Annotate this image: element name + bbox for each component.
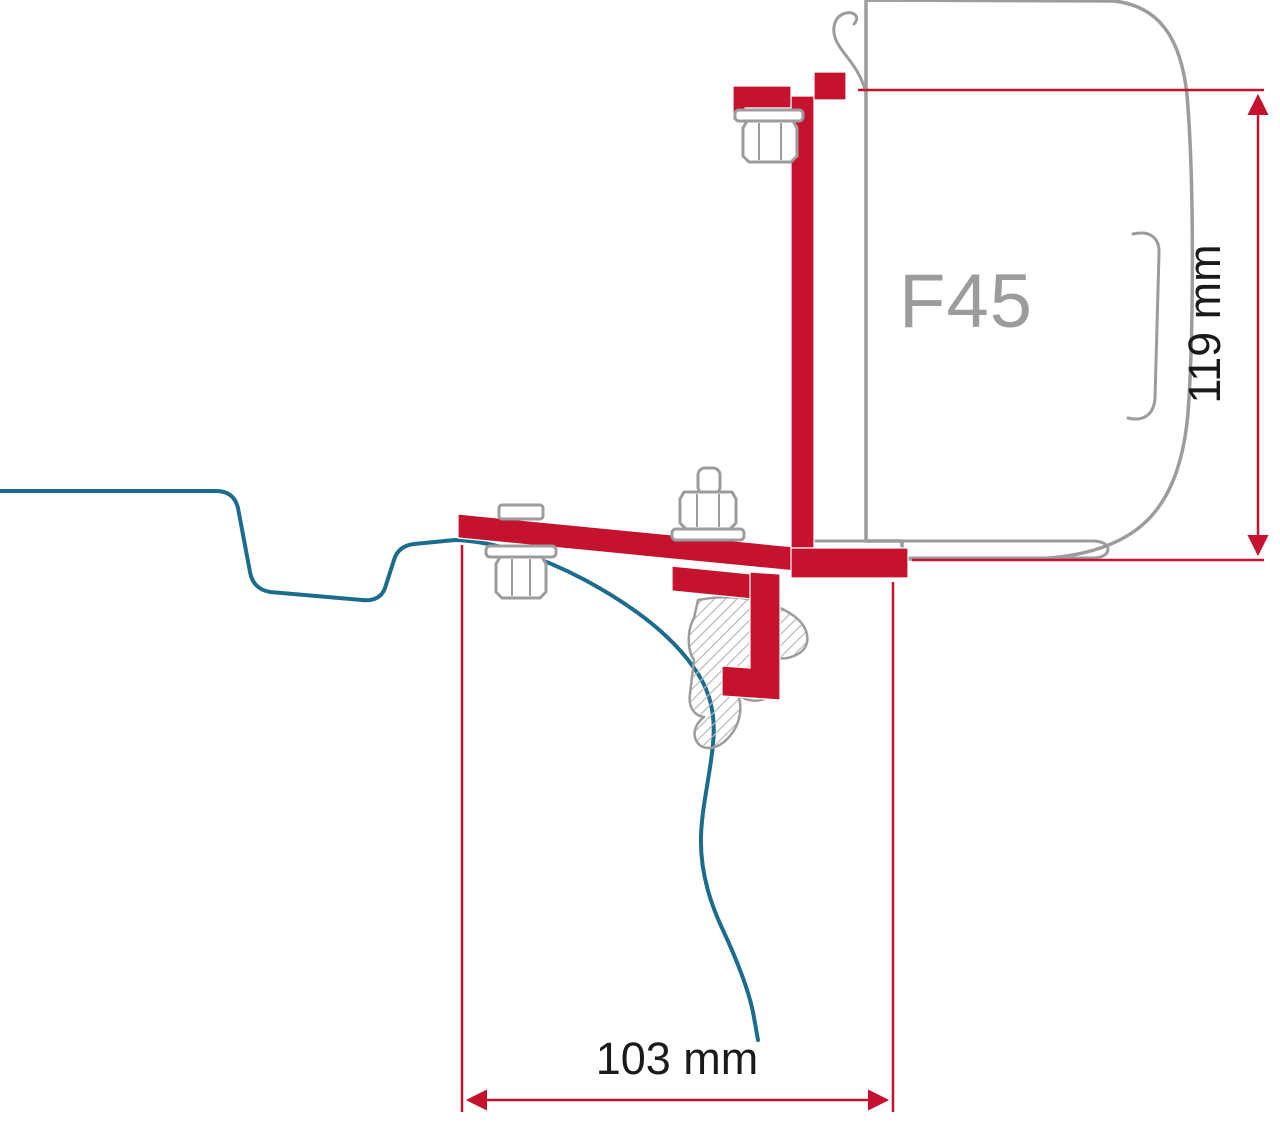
bolt-middle-hex-nut <box>678 490 738 531</box>
bolt-left-hex-nut <box>494 555 548 600</box>
bracket-top-hook <box>813 71 847 101</box>
dimension-width-label: 103 mm <box>596 1033 759 1084</box>
bolt-middle-washer <box>670 527 746 542</box>
bolt-left-washer <box>484 544 558 559</box>
bolt-top-hex-head <box>741 119 799 164</box>
bolt-middle <box>670 466 746 542</box>
bracket-clamp-jaw <box>721 571 781 701</box>
awning-case-bottom-rail <box>813 539 1110 560</box>
bolt-top-washer <box>733 108 805 123</box>
bracket-vertical-rail <box>790 95 815 549</box>
roof-profile-line <box>0 489 760 1042</box>
bracket-clamp-shelf <box>671 565 763 601</box>
awning-case-outline <box>864 0 1195 561</box>
awning-case-hook <box>832 11 868 94</box>
awning-model-label: F45 <box>899 259 1033 344</box>
bolt-left-head <box>497 503 545 521</box>
awning-case-vent-lines <box>1126 231 1161 421</box>
bolt-left <box>484 503 558 600</box>
bolt-middle-stud <box>696 466 722 496</box>
bracket-top-arm <box>732 85 792 121</box>
bolt-top <box>733 108 805 164</box>
dimension-height-label: 119 mm <box>1179 244 1230 403</box>
bracket-bottom-foot <box>790 547 909 579</box>
